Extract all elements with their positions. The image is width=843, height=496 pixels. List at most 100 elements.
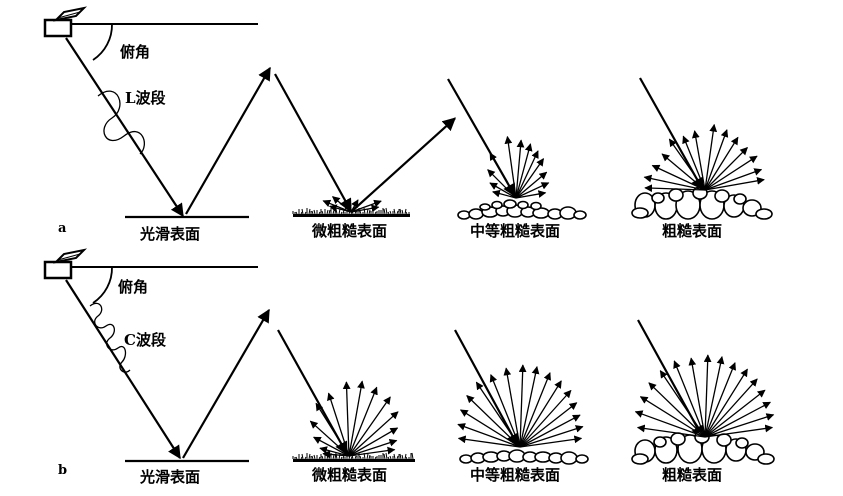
scatter-ray [515,190,547,199]
scatter-ray [636,424,706,438]
scatter-ray [515,158,545,199]
scatter-ray [519,366,540,448]
panel-tag: b [58,463,67,478]
scatter-ray [704,176,765,191]
scatter-ray [489,152,517,199]
scatter-ray [704,368,748,438]
panel-b: b 俯角 C波段 光滑表面 微粗糙表面 中等粗糙表面 粗糙表面 [43,248,775,486]
scatter-ray [350,117,456,213]
scatter-ray [519,425,584,448]
scatter-ray [342,381,351,457]
wave-icon [97,90,145,155]
scatter-rays-moderate [487,135,550,199]
scatter-rays-slight [322,117,456,213]
scatter-ray [648,382,706,438]
scatter-ray [704,123,718,191]
incident-beam [65,37,184,218]
surface-label-moderate: 中等粗糙表面 [470,222,560,240]
scatter-ray [327,392,350,457]
scatter-ray [328,204,352,213]
rough-surface [631,186,773,220]
surface-label-smooth: 光滑表面 [139,468,200,486]
surface-label-rough: 粗糙表面 [662,222,722,240]
scatter-ray [504,135,517,199]
scatter-ray [466,395,521,448]
scatter-ray [704,424,774,438]
scatter-ray [348,438,398,457]
scatter-ray [639,396,706,438]
scatter-ray [704,136,739,191]
scatter-ray [322,450,350,459]
band-label: L波段 [125,89,166,107]
scatter-ray [704,168,763,191]
scatter-ray [634,410,706,438]
scatter-ray [519,402,578,448]
scatter-rays-moderate [457,364,584,448]
scatter-ray [703,354,712,438]
surface-label-smooth: 光滑表面 [139,225,200,243]
scatter-ray [309,420,350,457]
scatter-ray [350,199,359,213]
angle-label: 俯角 [120,43,150,61]
scatter-ray [682,135,706,191]
angle-label: 俯角 [118,278,148,296]
scatter-ray [644,184,706,193]
scatter-ray [515,143,533,199]
surface-label-rough: 粗糙表面 [662,466,722,484]
scatter-ray [704,389,766,438]
scatter-ray [348,411,399,457]
incident-beam-moderate [454,329,519,448]
scatter-ray [519,414,581,448]
scatter-ray [704,378,758,438]
scatter-ray [350,199,382,213]
scatter-ray [688,357,706,438]
scatter-ray [487,169,517,199]
panel-a: a 俯角 L波段 光滑表面 微粗糙表面 中等粗糙表面 粗糙表面 [43,6,773,243]
scatter-ray [457,435,521,448]
scatter-ray [344,200,352,213]
scatter-ray [348,446,396,457]
wave-icon [89,302,131,373]
rough-surface [631,430,775,465]
scatter-ray [492,189,517,199]
scatter-ray [519,380,562,448]
scatter-ray [348,396,391,457]
scatter-ray [704,155,758,191]
scatter-ray [643,174,706,191]
surface-label-slight: 微粗糙表面 [311,222,387,240]
scatter-ray [691,130,706,191]
scatter-ray [459,409,521,448]
moderate-rough-surface [459,449,589,465]
incident-beam-slight [274,73,352,213]
scatter-ray [651,164,706,191]
panel-tag: a [58,221,67,236]
incident-beam [65,279,181,460]
specular-reflection [185,66,271,215]
scatter-rays-slight [309,380,399,459]
scatter-ray [350,204,380,213]
scatter-ray [475,381,521,448]
scatter-ray [659,370,706,438]
scatter-ray [515,139,525,199]
scatter-ray [515,171,548,199]
satellite-icon [43,6,88,38]
scatter-ray [489,373,521,448]
scatter-ray [668,138,706,191]
scatter-ray [519,389,572,448]
scatter-ray [704,401,771,438]
scatter-ray [313,436,350,457]
band-label: C波段 [124,331,166,349]
scatter-ray [515,182,550,199]
scatter-ray [704,413,775,438]
scatter-ray [315,402,350,457]
scatter-ray [704,356,725,438]
scatter-ray [457,423,521,448]
scatter-ray [348,427,399,457]
scatter-ray [704,129,729,191]
scatter-rays-rough [634,354,775,438]
depression-angle-arc [92,23,113,61]
scatter-ray [519,372,551,448]
scatter-ray [348,386,378,457]
